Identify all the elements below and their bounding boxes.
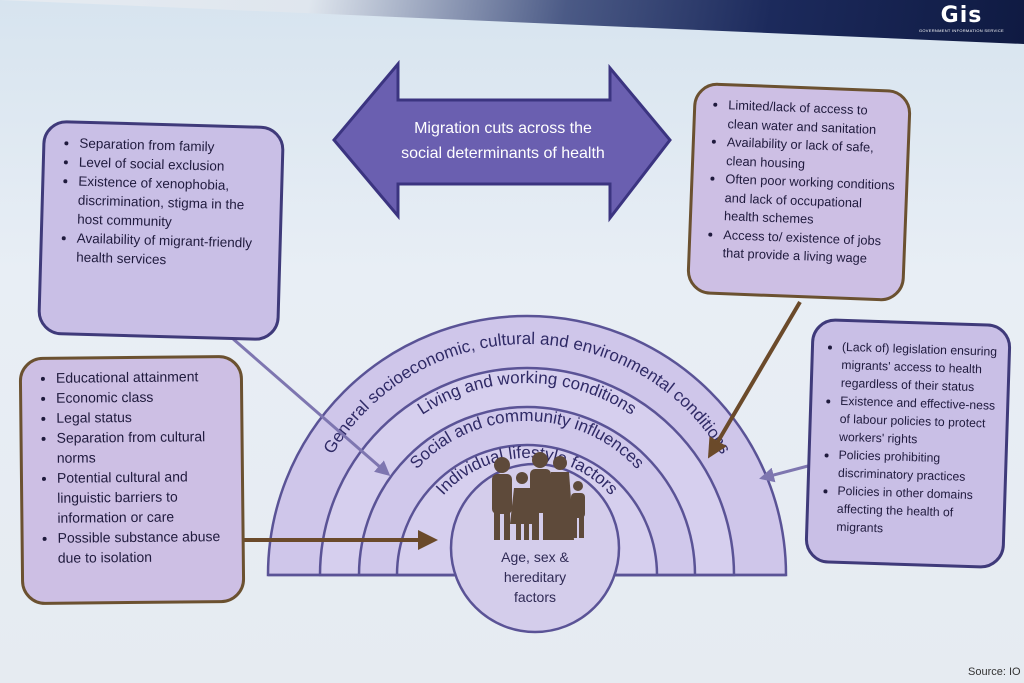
pointer-top-right (707, 300, 802, 459)
list-item: Policies in other domains affecting the … (836, 482, 996, 541)
list-item: Educational attainment (56, 366, 230, 388)
box-living-working-list: Limited/lack of access to clean water an… (702, 95, 898, 269)
box-policy-factors-list: (Lack of) legislation ensuring migrants'… (816, 337, 1000, 540)
list-item: Existence and effective-ness of labour p… (839, 392, 999, 451)
list-item: Access to/ existence of jobs that provid… (722, 226, 893, 269)
arrow-label-line2: social determinants of health (401, 145, 605, 162)
source-credit: Source: IO (968, 666, 1021, 678)
box-living-working: Limited/lack of access to clean water an… (686, 81, 912, 303)
list-item: (Lack of) legislation ensuring migrants'… (841, 338, 1001, 397)
list-item: Economic class (56, 386, 230, 408)
pointer-top-left (231, 336, 391, 476)
box-policy-factors: (Lack of) legislation ensuring migrants'… (804, 317, 1012, 570)
box-social-community: Separation from family Level of social e… (37, 119, 285, 342)
box-individual-factors: Educational attainment Economic class Le… (18, 354, 246, 606)
logo-subtext: GOVERNMENT INFORMATION SERVICE (918, 28, 1004, 33)
list-item: Availability of migrant-friendly health … (76, 229, 265, 272)
family-icon (492, 452, 585, 540)
list-item: Potential cultural and linguistic barrie… (57, 466, 232, 528)
list-item: Separation from cultural norms (56, 426, 230, 468)
pointer-right (759, 464, 809, 483)
gis-logo: Gis GOVERNMENT INFORMATION SERVICE (918, 3, 1004, 34)
arrow-label-line1: Migration cuts across the (414, 120, 592, 137)
list-item: Often poor working conditions and lack o… (724, 170, 896, 232)
center-label-line2: hereditary (504, 569, 566, 585)
center-label-line3: factors (514, 589, 556, 605)
box-social-community-list: Separation from family Level of social e… (56, 133, 268, 272)
list-item: Possible substance abuse due to isolatio… (57, 526, 231, 568)
box-individual-factors-list: Educational attainment Economic class Le… (36, 366, 232, 568)
center-label-line1: Age, sex & (501, 549, 569, 565)
list-item: Policies prohibiting discriminatory prac… (838, 446, 997, 487)
list-item: Legal status (56, 406, 230, 428)
logo-mark: Gis (940, 3, 983, 28)
list-item: Existence of xenophobia, discrimination,… (77, 172, 267, 234)
migration-double-arrow (332, 59, 672, 223)
